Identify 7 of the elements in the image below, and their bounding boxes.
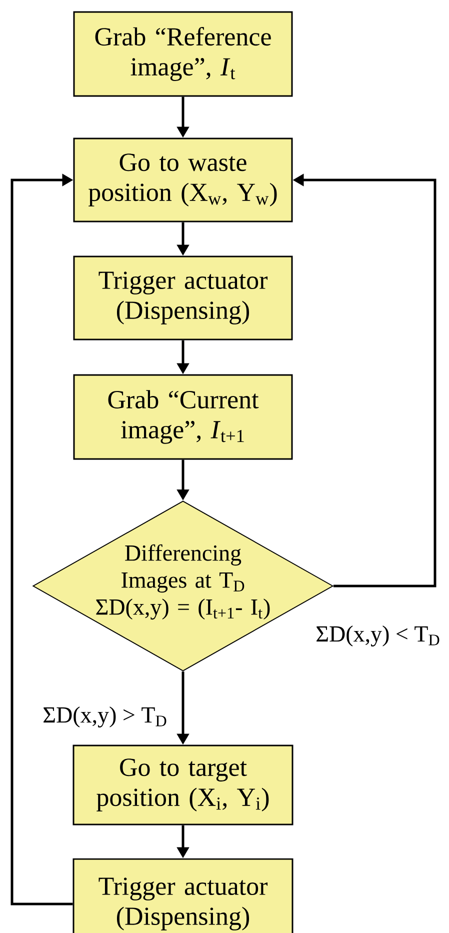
edge-label: ΣD(x,y) > T$_{D}$ <box>42 706 168 728</box>
process-box: Grab “Reference image”, I$_{t}$ <box>73 11 293 97</box>
process-box: Trigger actuator (Dispensing) <box>73 256 293 340</box>
process-box: Go to waste position (X$_{w}$, Y$_{w}$) <box>73 138 293 222</box>
process-box: Go to target position (X$_{i}$, Y$_{i}$) <box>72 744 294 826</box>
process-box: Grab “Current image”, I$_{t+1}$ <box>73 374 293 460</box>
process-box: Trigger actuator (Dispensing) <box>72 858 294 933</box>
